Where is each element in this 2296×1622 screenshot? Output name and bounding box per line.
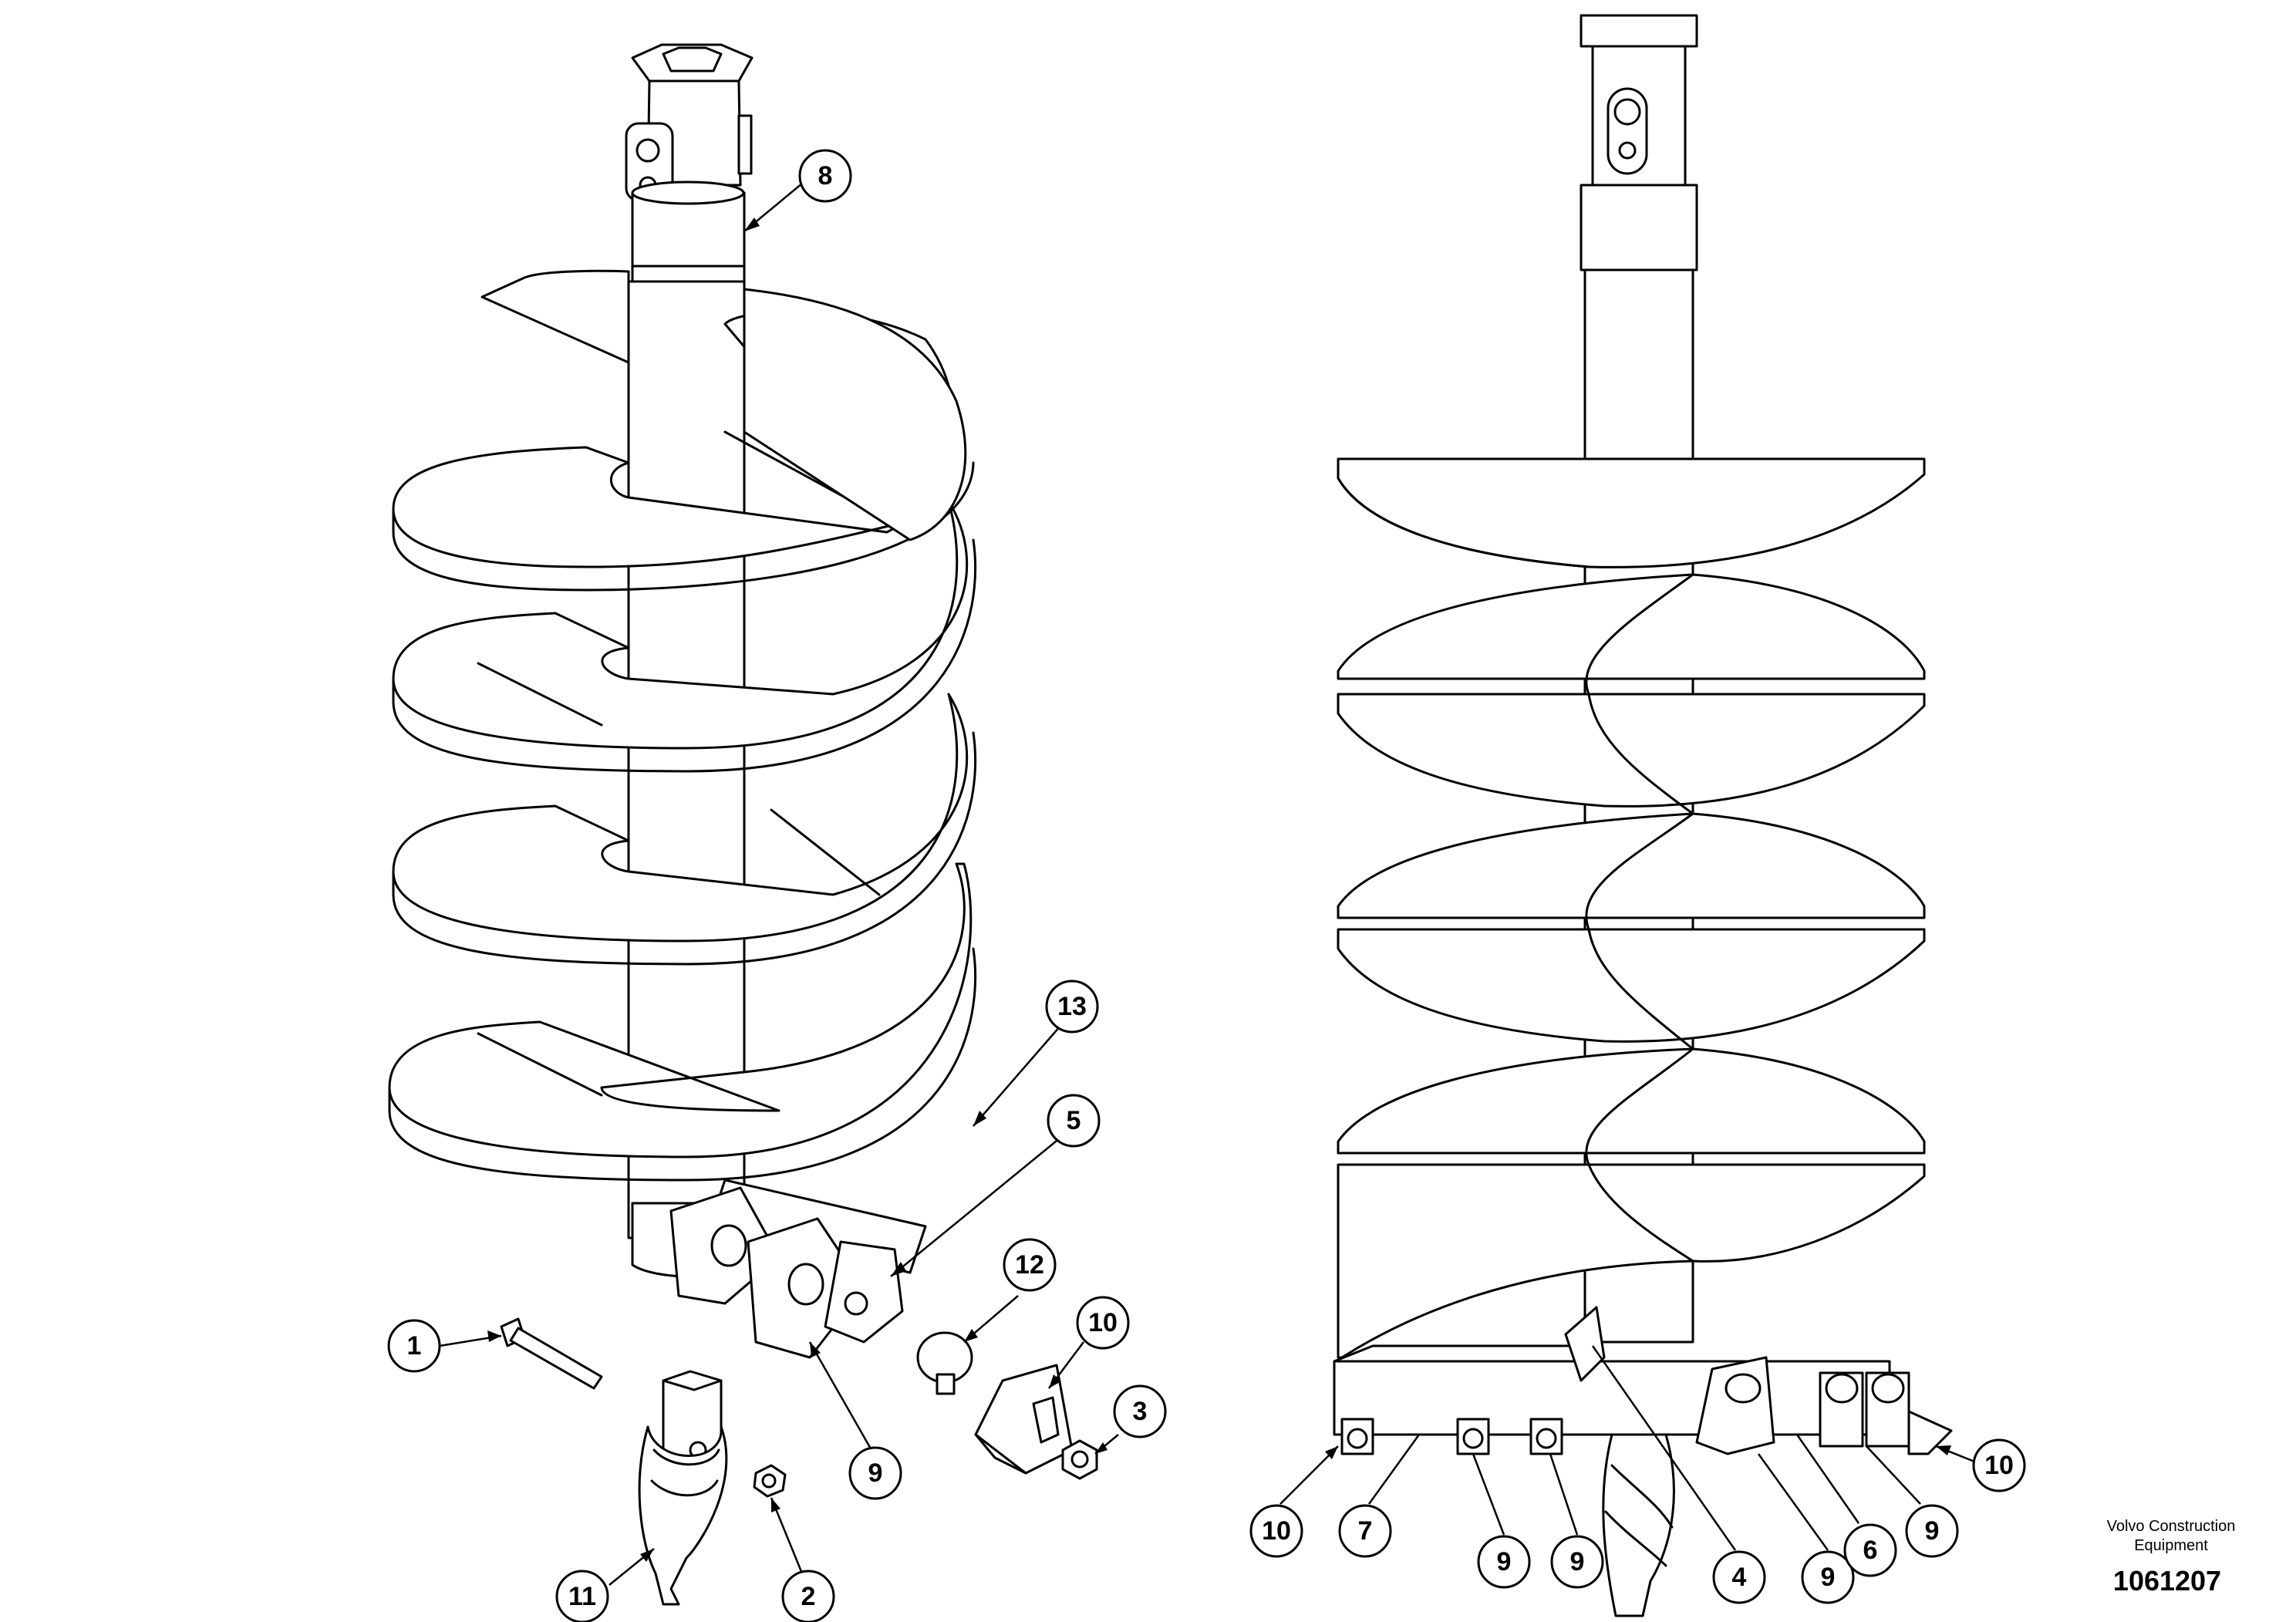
callout-3: 3: [1113, 1384, 1167, 1438]
callout-11: 11: [555, 1570, 609, 1622]
left-flight-3: [392, 693, 977, 966]
callout-9-left: 9: [848, 1446, 902, 1500]
drawing-number: 1061207: [2113, 1565, 2221, 1597]
callout-12: 12: [1003, 1238, 1057, 1292]
callout-9-right-d: 9: [1905, 1504, 1959, 1558]
callout-9-right-a-label: 9: [1497, 1547, 1512, 1576]
right-flight-4: [1337, 1047, 1926, 1359]
callout-10-right-a: 10: [1249, 1504, 1303, 1558]
right-drive-head: [1580, 14, 1698, 271]
callout-3-label: 3: [1133, 1397, 1148, 1426]
callout-10-left: 10: [1076, 1296, 1130, 1350]
brand-line-2: Equipment: [2134, 1537, 2208, 1554]
left-cutting-head: [631, 1179, 927, 1359]
callout-9-left-label: 9: [868, 1458, 883, 1488]
callout-9-right-a: 9: [1477, 1535, 1531, 1589]
left-auger-assembly: [388, 43, 977, 1359]
callout-9-right-d-label: 9: [1925, 1516, 1940, 1546]
callout-11-label: 11: [568, 1582, 596, 1611]
callout-4: 4: [1712, 1550, 1766, 1604]
left-flight-top: [480, 269, 967, 541]
left-flight-4: [388, 862, 977, 1182]
pin-part-12: [916, 1331, 973, 1395]
callout-9-right-b: 9: [1550, 1535, 1604, 1589]
callout-9-right-c: 9: [1801, 1550, 1855, 1604]
brand-line-1: Volvo Construction: [2107, 1518, 2236, 1535]
left-flight-2: [392, 500, 977, 773]
right-cutting-head: [1333, 1306, 1953, 1617]
tooth-part-10: [974, 1364, 1074, 1475]
callout-10-left-label: 10: [1088, 1308, 1118, 1337]
right-teeth-row: [1340, 1356, 1953, 1455]
callout-6-label: 6: [1863, 1536, 1878, 1565]
callout-layer: 1 2 3 5 8 9 10 11: [387, 149, 2026, 1622]
footer: Volvo Construction Equipment 1061207: [2107, 1518, 2236, 1597]
callout-6: 6: [1843, 1523, 1897, 1577]
right-flight-2: [1337, 573, 1926, 808]
tooth-part-11: [638, 1370, 728, 1606]
callout-10-right-a-label: 10: [1262, 1516, 1291, 1546]
bolt-part-1: [500, 1317, 603, 1390]
callout-1: 1: [387, 1319, 441, 1373]
callout-7-label: 7: [1358, 1516, 1373, 1546]
callout-13: 13: [1045, 980, 1099, 1034]
callout-10-right-b-label: 10: [1984, 1451, 2014, 1480]
callout-7: 7: [1338, 1504, 1392, 1558]
callout-9-right-c-label: 9: [1821, 1563, 1836, 1592]
callout-12-label: 12: [1015, 1250, 1044, 1280]
callout-5: 5: [1047, 1094, 1101, 1148]
right-flight-1: [1337, 457, 1926, 568]
nut-part-2: [753, 1464, 787, 1498]
nut-part-3: [1061, 1439, 1098, 1480]
right-auger-assembly: [1333, 14, 1953, 1617]
callout-13-label: 13: [1057, 992, 1087, 1021]
callout-10-right-b: 10: [1972, 1438, 2026, 1492]
callout-8: 8: [798, 149, 852, 203]
callout-5-label: 5: [1067, 1106, 1081, 1135]
callout-1-label: 1: [407, 1331, 422, 1361]
right-shaft-seam: [1585, 573, 1694, 1263]
callout-2: 2: [781, 1570, 835, 1622]
callout-9-right-b-label: 9: [1570, 1547, 1585, 1576]
callout-8-label: 8: [818, 161, 833, 191]
left-collar: [631, 180, 746, 285]
left-hex-drive-head: [625, 43, 754, 202]
callout-2-label: 2: [801, 1582, 816, 1611]
right-flight-3: [1337, 812, 1926, 1043]
callout-4-label: 4: [1732, 1563, 1747, 1592]
